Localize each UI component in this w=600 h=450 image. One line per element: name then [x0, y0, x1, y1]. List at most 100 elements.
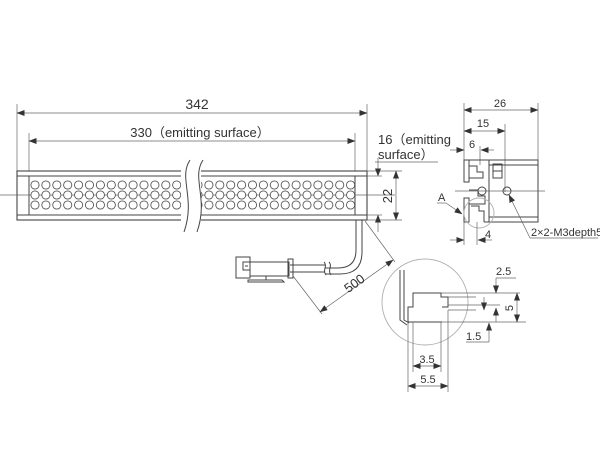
led-hole: [139, 200, 149, 210]
led-hole: [204, 190, 214, 200]
led-hole: [30, 190, 40, 200]
led-hole: [291, 190, 301, 200]
led-hole: [324, 190, 334, 200]
led-hole: [106, 180, 116, 190]
emitting-height-label-2: surface）: [378, 147, 434, 162]
led-hole: [117, 180, 127, 190]
led-hole: [324, 180, 334, 190]
overall-length-label: 342: [185, 96, 209, 112]
detail-a-marker: [463, 197, 495, 229]
cable-length-label: 500: [341, 271, 367, 296]
connector: [235, 256, 294, 283]
led-hole: [139, 180, 149, 190]
dimension-detail-depth: 5: [500, 292, 520, 323]
led-hole: [280, 200, 290, 210]
slot-width-label: 4: [485, 229, 491, 241]
dimension-detail-inner-width: 3.5: [412, 322, 442, 372]
emitting-height-label-1: 16（emitting: [378, 132, 451, 147]
detail-a-view: 2.5 5 1.5 3.5 5.5: [381, 258, 526, 392]
led-hole: [280, 190, 290, 200]
led-hole: [106, 200, 116, 210]
dimension-slot-width: 4: [450, 222, 492, 245]
led-hole: [52, 180, 62, 190]
dimension-slot-offset: 6: [450, 139, 494, 165]
detail-outer-width-label: 5.5: [420, 374, 435, 386]
led-hole: [150, 180, 160, 190]
detail-inner-width-label: 3.5: [419, 354, 434, 366]
led-hole: [237, 180, 247, 190]
detail-depth-label: 5: [504, 305, 516, 311]
led-hole: [291, 200, 301, 210]
led-hole: [204, 200, 214, 210]
led-hole: [139, 190, 149, 200]
detail-bottom-label: 1.5: [466, 331, 481, 343]
led-hole: [226, 190, 236, 200]
led-hole: [324, 200, 334, 210]
led-hole: [63, 190, 73, 200]
led-hole: [302, 200, 312, 210]
led-hole: [247, 190, 258, 200]
led-hole: [128, 190, 138, 200]
led-hole: [335, 180, 345, 190]
led-hole: [74, 200, 84, 210]
led-hole: [172, 200, 182, 210]
led-hole: [41, 180, 51, 190]
led-hole: [335, 200, 345, 210]
led-hole: [128, 200, 138, 210]
slot-offset-label: 6: [469, 139, 475, 151]
led-hole: [335, 190, 345, 200]
led-hole: [258, 190, 268, 200]
dimension-detail-outer-width: 5.5: [407, 310, 449, 392]
led-hole: [161, 200, 171, 210]
led-hole: [84, 200, 95, 210]
led-hole: [161, 190, 171, 200]
emitting-length-label: 330（emitting surface）: [130, 125, 269, 140]
led-hole: [247, 200, 258, 210]
bar-body: [0, 159, 395, 233]
detail-a-label: A: [438, 192, 446, 204]
led-hole: [84, 190, 95, 200]
led-hole: [117, 190, 127, 200]
led-hole: [204, 180, 214, 190]
led-hole: [215, 180, 225, 190]
led-hole: [302, 180, 312, 190]
led-hole: [215, 190, 225, 200]
led-hole: [247, 180, 258, 190]
led-hole: [215, 200, 225, 210]
led-hole: [161, 180, 171, 190]
led-hole: [346, 200, 356, 210]
front-view: 342 330（emitting surface）: [0, 96, 451, 315]
led-hole: [106, 190, 116, 200]
led-hole: [258, 200, 268, 210]
led-hole: [150, 200, 160, 210]
led-hole: [74, 190, 84, 200]
side-view: 26 15 6: [437, 98, 600, 245]
led-hole: [313, 190, 323, 200]
led-hole: [63, 180, 73, 190]
dimension-detail-bottom: 1.5: [466, 297, 499, 343]
led-hole: [269, 200, 279, 210]
led-hole: [313, 200, 323, 210]
hole-offset-label: 15: [477, 118, 489, 130]
led-hole: [52, 190, 62, 200]
hole-note: 2×2-M3depth5: [508, 194, 600, 239]
dimension-emitting-length: 330（emitting surface）: [28, 125, 356, 172]
cable: [290, 220, 363, 276]
led-hole: [346, 180, 356, 190]
led-hole: [237, 200, 247, 210]
led-hole: [117, 200, 127, 210]
led-hole: [226, 180, 236, 190]
led-hole: [52, 200, 62, 210]
led-hole: [95, 190, 105, 200]
led-hole: [269, 190, 279, 200]
led-hole: [74, 180, 84, 190]
led-hole: [302, 190, 312, 200]
led-hole: [291, 180, 301, 190]
led-hole: [128, 180, 138, 190]
side-width-label: 26: [494, 98, 506, 110]
led-hole: [30, 200, 40, 210]
led-hole: [150, 190, 160, 200]
led-hole: [226, 200, 236, 210]
led-hole: [95, 180, 105, 190]
